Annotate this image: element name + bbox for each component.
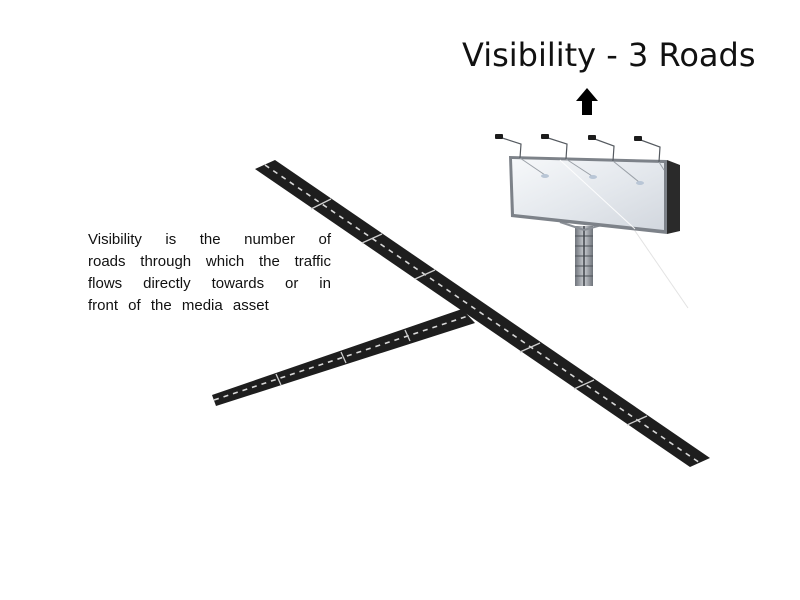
visibility-description: Visibility is the number of roads throug…: [88, 229, 331, 317]
page-title: Visibility - 3 Roads: [462, 36, 756, 74]
side-road: [212, 309, 475, 406]
billboard-icon: [495, 134, 689, 309]
up-arrow-icon: [576, 88, 598, 115]
description-line: Visibility is the number of: [88, 231, 331, 248]
description-line: roads through which the traffic: [88, 253, 331, 270]
description-line: front of the media asset: [88, 297, 269, 314]
main-road: [255, 160, 710, 467]
description-line: flows directly towards or in: [88, 275, 331, 292]
